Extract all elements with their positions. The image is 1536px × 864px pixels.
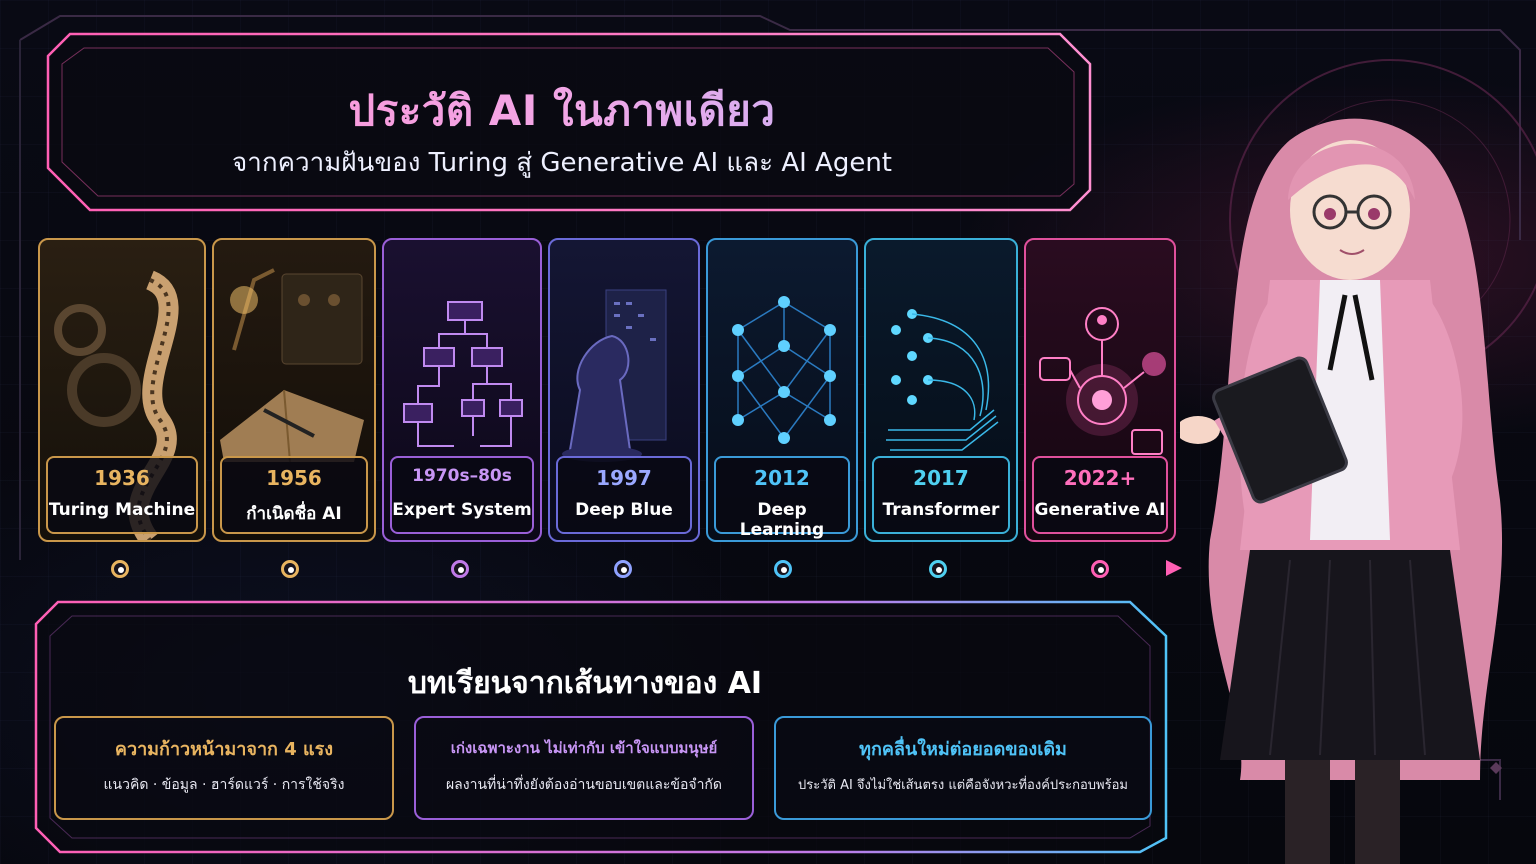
lesson-heading: เก่งเฉพาะงาน ไม่เท่ากับ เข้าใจแบบมนุษย์ <box>450 739 718 757</box>
milestone-card-2017: 2017 Transformer <box>864 238 1018 542</box>
timeline-dot-1970s <box>451 560 469 578</box>
milestone-year: 1970s–80s <box>412 466 512 486</box>
lesson-heading: ความก้าวหน้ามาจาก 4 แรง <box>114 739 334 760</box>
milestone-name: กำเนิดชื่อ AI <box>246 504 342 524</box>
lesson-card-forces: ความก้าวหน้ามาจาก 4 แรง แนวคิด · ข้อมูล … <box>54 716 394 820</box>
milestone-card-1997: 1997 Deep Blue <box>548 238 700 542</box>
milestone-year: 2012 <box>754 466 810 490</box>
milestone-card-1936: 1936 Turing Machine <box>38 238 206 542</box>
lesson-card-narrow-ai: เก่งเฉพาะงาน ไม่เท่ากับ เข้าใจแบบมนุษย์ … <box>414 716 754 820</box>
timeline-dot-1997 <box>614 560 632 578</box>
flowchart-icon <box>403 301 523 447</box>
milestone-plate: 1936 Turing Machine <box>46 456 198 534</box>
milestone-year: 1956 <box>266 466 322 490</box>
lesson-body: ประวัติ AI จึงไม่ใช่เส้นตรง แต่คือจังหวะ… <box>797 778 1128 793</box>
timeline-dot-1956 <box>281 560 299 578</box>
timeline-dot-2022 <box>1091 560 1109 578</box>
timeline-dot-2012 <box>774 560 792 578</box>
header-panel: ประวัติ AI ในภาพเดียว จากความฝันของ Turi… <box>62 52 1082 202</box>
milestone-plate: 1997 Deep Blue <box>556 456 692 534</box>
transformer-layers-icon <box>886 309 999 451</box>
milestone-card-1970s: 1970s–80s Expert System <box>382 238 542 542</box>
milestone-name: Generative AI <box>1034 500 1166 520</box>
page-subtitle: จากความฝันของ Turing สู่ Generative AI แ… <box>232 148 892 178</box>
timeline-dot-1936 <box>111 560 129 578</box>
lessons-title: บทเรียนจากเส้นทางของ AI <box>407 666 763 701</box>
generative-hub-icon <box>1039 307 1166 455</box>
milestone-plate: 2022+ Generative AI <box>1032 456 1168 534</box>
milestone-card-2012: 2012 Deep Learning <box>706 238 858 542</box>
milestone-card-1956: 1956 กำเนิดชื่อ AI <box>212 238 376 542</box>
page-title: ประวัติ AI ในภาพเดียว <box>62 78 1062 144</box>
milestone-card-2022: 2022+ Generative AI <box>1024 238 1176 542</box>
lesson-body: ผลงานที่น่าทึ่งยังต้องอ่านขอบเขตและข้อจำ… <box>445 777 723 793</box>
milestone-plate: 1956 กำเนิดชื่อ AI <box>220 456 368 534</box>
timeline-dot-2017 <box>929 560 947 578</box>
lesson-body: แนวคิด · ข้อมูล · ฮาร์ดแวร์ · การใช้จริง <box>103 777 345 793</box>
milestone-year: 1936 <box>94 466 150 490</box>
desk-lamp-notebook-icon <box>220 268 364 463</box>
milestone-name: Deep Learning <box>739 500 825 540</box>
milestone-year: 2022+ <box>1063 466 1137 490</box>
milestone-plate: 2012 Deep Learning <box>714 456 850 540</box>
milestone-plate: 1970s–80s Expert System <box>390 456 534 534</box>
milestone-plate: 2017 Transformer <box>872 456 1010 534</box>
milestone-name: Deep Blue <box>575 500 673 520</box>
lesson-card-waves: ทุกคลื่นใหม่ต่อยอดของเดิม ประวัติ AI จึง… <box>774 716 1152 820</box>
neural-network-icon <box>732 296 836 444</box>
milestone-name: Expert System <box>392 500 532 520</box>
milestone-year: 1997 <box>596 466 652 490</box>
milestone-year: 2017 <box>913 466 969 490</box>
milestone-name: Transformer <box>882 500 1000 520</box>
lesson-heading: ทุกคลื่นใหม่ต่อยอดของเดิม <box>859 739 1067 760</box>
pink-haired-presenter-with-tablet-icon <box>1180 118 1503 864</box>
milestone-name: Turing Machine <box>48 500 196 520</box>
